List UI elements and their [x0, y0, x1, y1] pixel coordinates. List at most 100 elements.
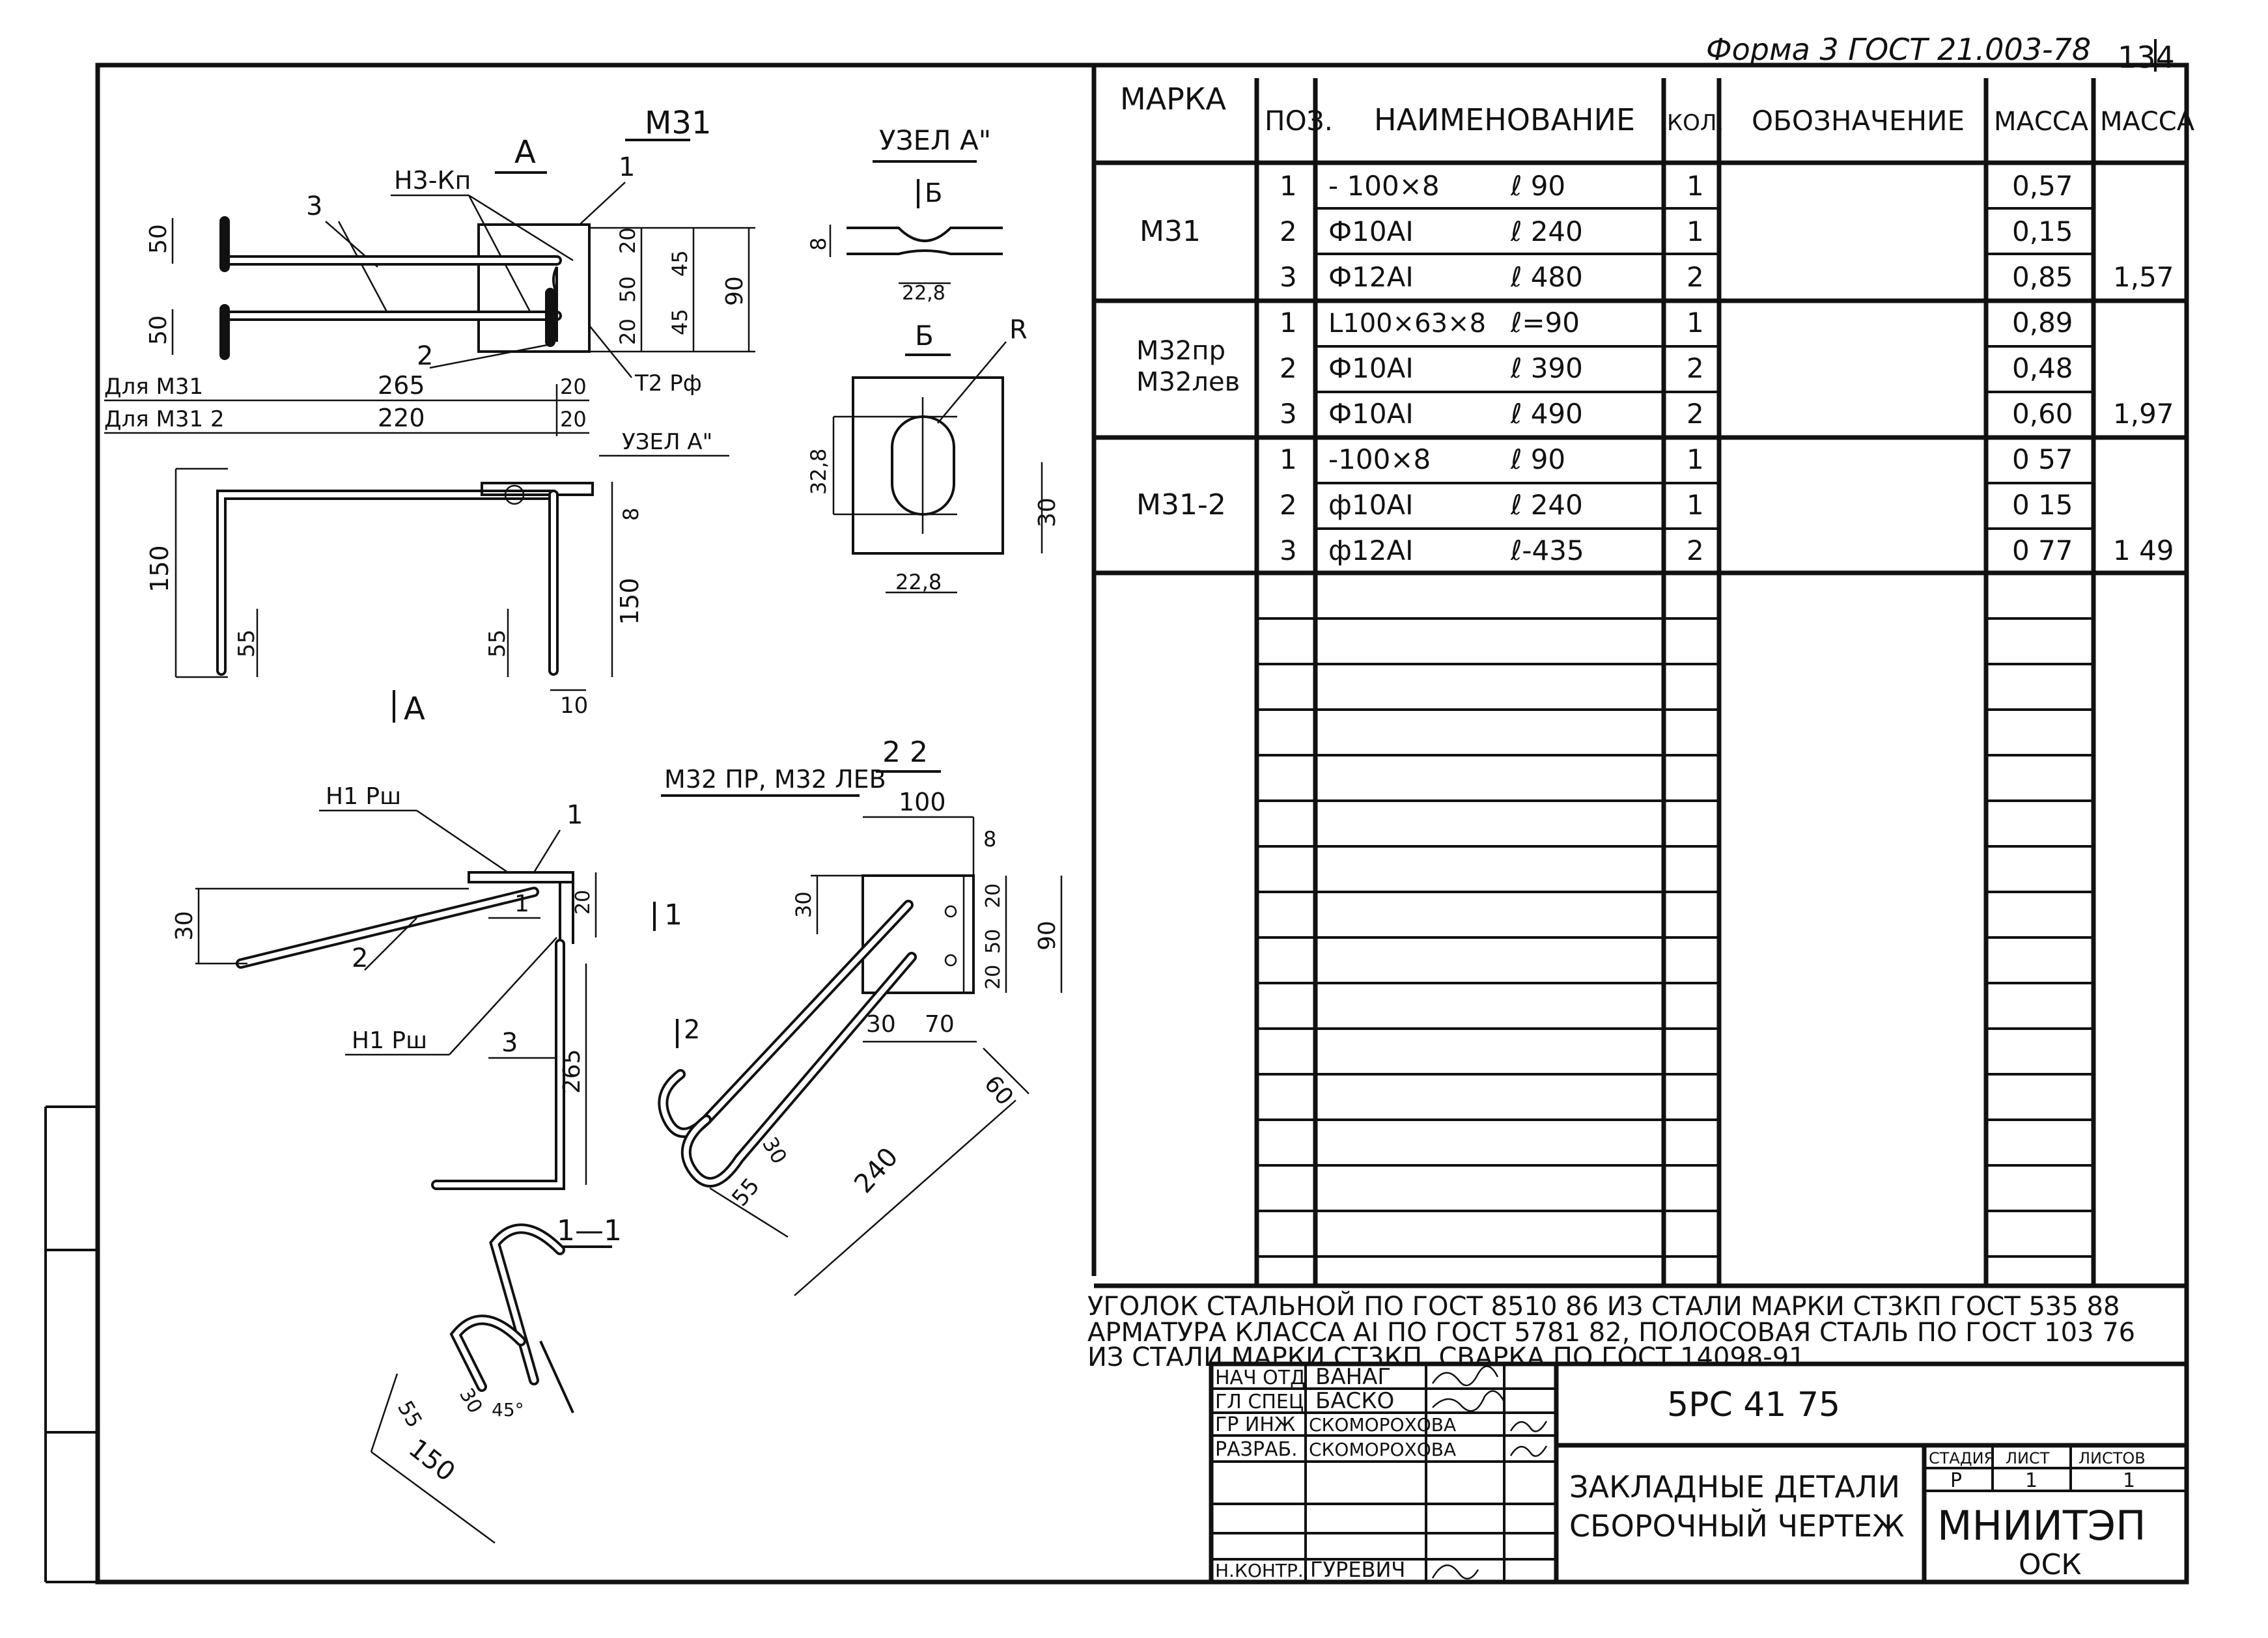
document-code: 5РС 41 75 — [1667, 1385, 1840, 1424]
label-r: R — [1009, 315, 1028, 345]
group-total: 1,97 — [2113, 398, 2174, 430]
row-mass: 0,85 — [2012, 261, 2073, 293]
row-mass: 0,57 — [2012, 170, 2073, 202]
node-a-detail: УЗЕЛ А" Б 8 22,8 — [806, 124, 1003, 305]
group-total: 1,57 — [2113, 261, 2174, 293]
arrow-a-label: А — [404, 691, 425, 727]
section-b: Б R 32,8 30 22,8 — [806, 315, 1061, 594]
weld-t2: Т2 Рф — [634, 370, 702, 396]
dim-8: 8 — [806, 238, 831, 251]
header-mass-total: МАССА — [2100, 107, 2195, 137]
dim-50: 50 — [145, 224, 172, 254]
dim-20: 20 — [572, 890, 595, 915]
sheets-value: 1 — [2123, 1469, 2135, 1492]
dim-150: 150 — [145, 545, 174, 592]
row-pos: 1 — [1280, 170, 1297, 202]
for-m31-2-label: Для М31 2 — [104, 406, 225, 432]
group-mark-alt: М32лев — [1136, 367, 1240, 397]
pos2-label: 2 — [417, 341, 433, 371]
pos3-label: 3 — [501, 1028, 518, 1058]
dim-265: 265 — [378, 371, 425, 400]
m32-section-2-2: М32 ПР, М32 ЛЕВ 2 2 100 8 30 20 50 20 90 — [658, 736, 1063, 1296]
row-name: Ф10АI — [1328, 215, 1414, 247]
m31-title: М31 — [645, 105, 712, 141]
note-line-2: АРМАТУРА КЛАССА АI ПО ГОСТ 5781 82, ПОЛО… — [1087, 1318, 2135, 1348]
dim-20: 20 — [982, 965, 1005, 990]
stage-label: СТАДИЯ — [1929, 1449, 1995, 1467]
dim-20: 20 — [615, 318, 640, 345]
pos1-label: 1 — [619, 152, 635, 182]
notes: УГОЛОК СТАЛЬНОЙ ПО ГОСТ 8510 86 ИЗ СТАЛИ… — [1087, 1290, 2135, 1372]
row-name: Ф12АI — [1328, 261, 1414, 293]
dim-50: 50 — [145, 315, 172, 345]
row-pos: 1 — [1280, 443, 1297, 475]
group-total: 1 49 — [2113, 534, 2174, 566]
sheet-value: 1 — [2025, 1469, 2037, 1492]
staff-name: ВАНАГ — [1315, 1364, 1391, 1390]
dim-220: 220 — [378, 404, 425, 432]
table-row: 3 ф12АI ℓ-435 2 0 77 — [1280, 534, 2073, 566]
row-pos: 2 — [1280, 215, 1297, 247]
m31-side-view: 150 55 55 8 150 10 А — [145, 467, 644, 727]
form-header: Форма 3 ГОСТ 21.003-78 — [1706, 32, 2091, 67]
dim-20: 20 — [560, 374, 587, 399]
row-mass: 0 57 — [2012, 443, 2073, 475]
dim-45: 45 — [667, 309, 692, 335]
staff-name: СКОМОРОХОВА — [1309, 1414, 1456, 1436]
row-length: ℓ 390 — [1510, 352, 1583, 384]
row-length: ℓ-435 — [1510, 534, 1584, 566]
dim-30: 30 — [1034, 497, 1061, 527]
table-row: 1 L100×63×8 ℓ=90 1 0,89 — [1280, 307, 2073, 339]
weld-h1-label: Н1 Рш — [326, 783, 401, 810]
dim-100: 100 — [899, 788, 946, 816]
page-number: 134 — [2118, 40, 2175, 75]
row-name: ф12АI — [1328, 534, 1413, 566]
row-name: -100×8 — [1328, 443, 1431, 475]
pos1-label: 1 — [567, 800, 583, 830]
row-qty: 1 — [1687, 170, 1704, 202]
staff-role: Н.КОНТР. — [1215, 1560, 1304, 1581]
view-a-label: А — [514, 134, 536, 171]
title-block: НАЧ ОТД ВАНАГ ГЛ СПЕЦ БАСКО ГР ИНЖ СКОМО… — [1209, 1361, 2189, 1585]
sheet-frame — [44, 62, 2189, 1585]
pos3-label: 3 — [306, 191, 322, 221]
organization-dept: ОСК — [2019, 1548, 2082, 1581]
row-length: ℓ=90 — [1510, 307, 1580, 339]
row-qty: 2 — [1687, 261, 1704, 293]
row-pos: 3 — [1280, 398, 1297, 430]
group-m31: М31 1 - 100×8 ℓ 90 1 0,57 2 Ф10АI ℓ 240 … — [1140, 170, 2174, 293]
row-qty: 1 — [1687, 307, 1704, 339]
m32-title: М32 ПР, М32 ЛЕВ — [664, 765, 886, 794]
note-line-3: ИЗ СТАЛИ МАРКИ СТ3КП. СВАРКА ПО ГОСТ 140… — [1087, 1342, 1806, 1372]
header-name: НАИМЕНОВАНИЕ — [1374, 102, 1635, 137]
label-b-top: Б — [925, 178, 942, 208]
header-pos: ПОЗ. — [1265, 105, 1333, 137]
for-m31-label: Для М31 — [104, 374, 203, 400]
dim-8: 8 — [983, 827, 996, 852]
organization: МНИИТЭП — [1937, 1502, 2146, 1549]
dim-50: 50 — [982, 929, 1005, 954]
node-ref: УЗЕЛ А" — [622, 429, 712, 455]
dim-90: 90 — [721, 276, 748, 306]
dim-22-8: 22,8 — [895, 570, 942, 594]
table-row: 2 Ф10АI ℓ 240 1 0,15 — [1280, 215, 2073, 247]
label-1: 1 — [664, 898, 682, 932]
group-m32: М32пр М32лев 1 L100×63×8 ℓ=90 1 0,89 2 Ф… — [1136, 307, 2174, 430]
group-mark: М31-2 — [1136, 488, 1226, 521]
table-row: 1 - 100×8 ℓ 90 1 0,57 — [1280, 170, 2073, 202]
dim-50: 50 — [615, 276, 640, 303]
row-qty: 1 — [1687, 489, 1704, 521]
table-header: МАРКА ПОЗ. НАИМЕНОВАНИЕ КОЛ. ОБОЗНАЧЕНИЕ… — [1120, 81, 2195, 137]
header-mark: МАРКА — [1120, 81, 1227, 117]
section-1-1-label: 1—1 — [557, 1214, 622, 1247]
header-mass-unit: МАССА — [1994, 107, 2089, 137]
row-name: ф10АI — [1328, 489, 1413, 521]
dim-22-8: 22,8 — [902, 282, 945, 305]
dim-150: 150 — [403, 1434, 460, 1488]
table-row: 1 -100×8 ℓ 90 1 0 57 — [1280, 443, 2073, 475]
dim-8: 8 — [619, 508, 643, 521]
empty-rows — [1257, 617, 2093, 1258]
signatures — [1431, 1365, 1548, 1579]
